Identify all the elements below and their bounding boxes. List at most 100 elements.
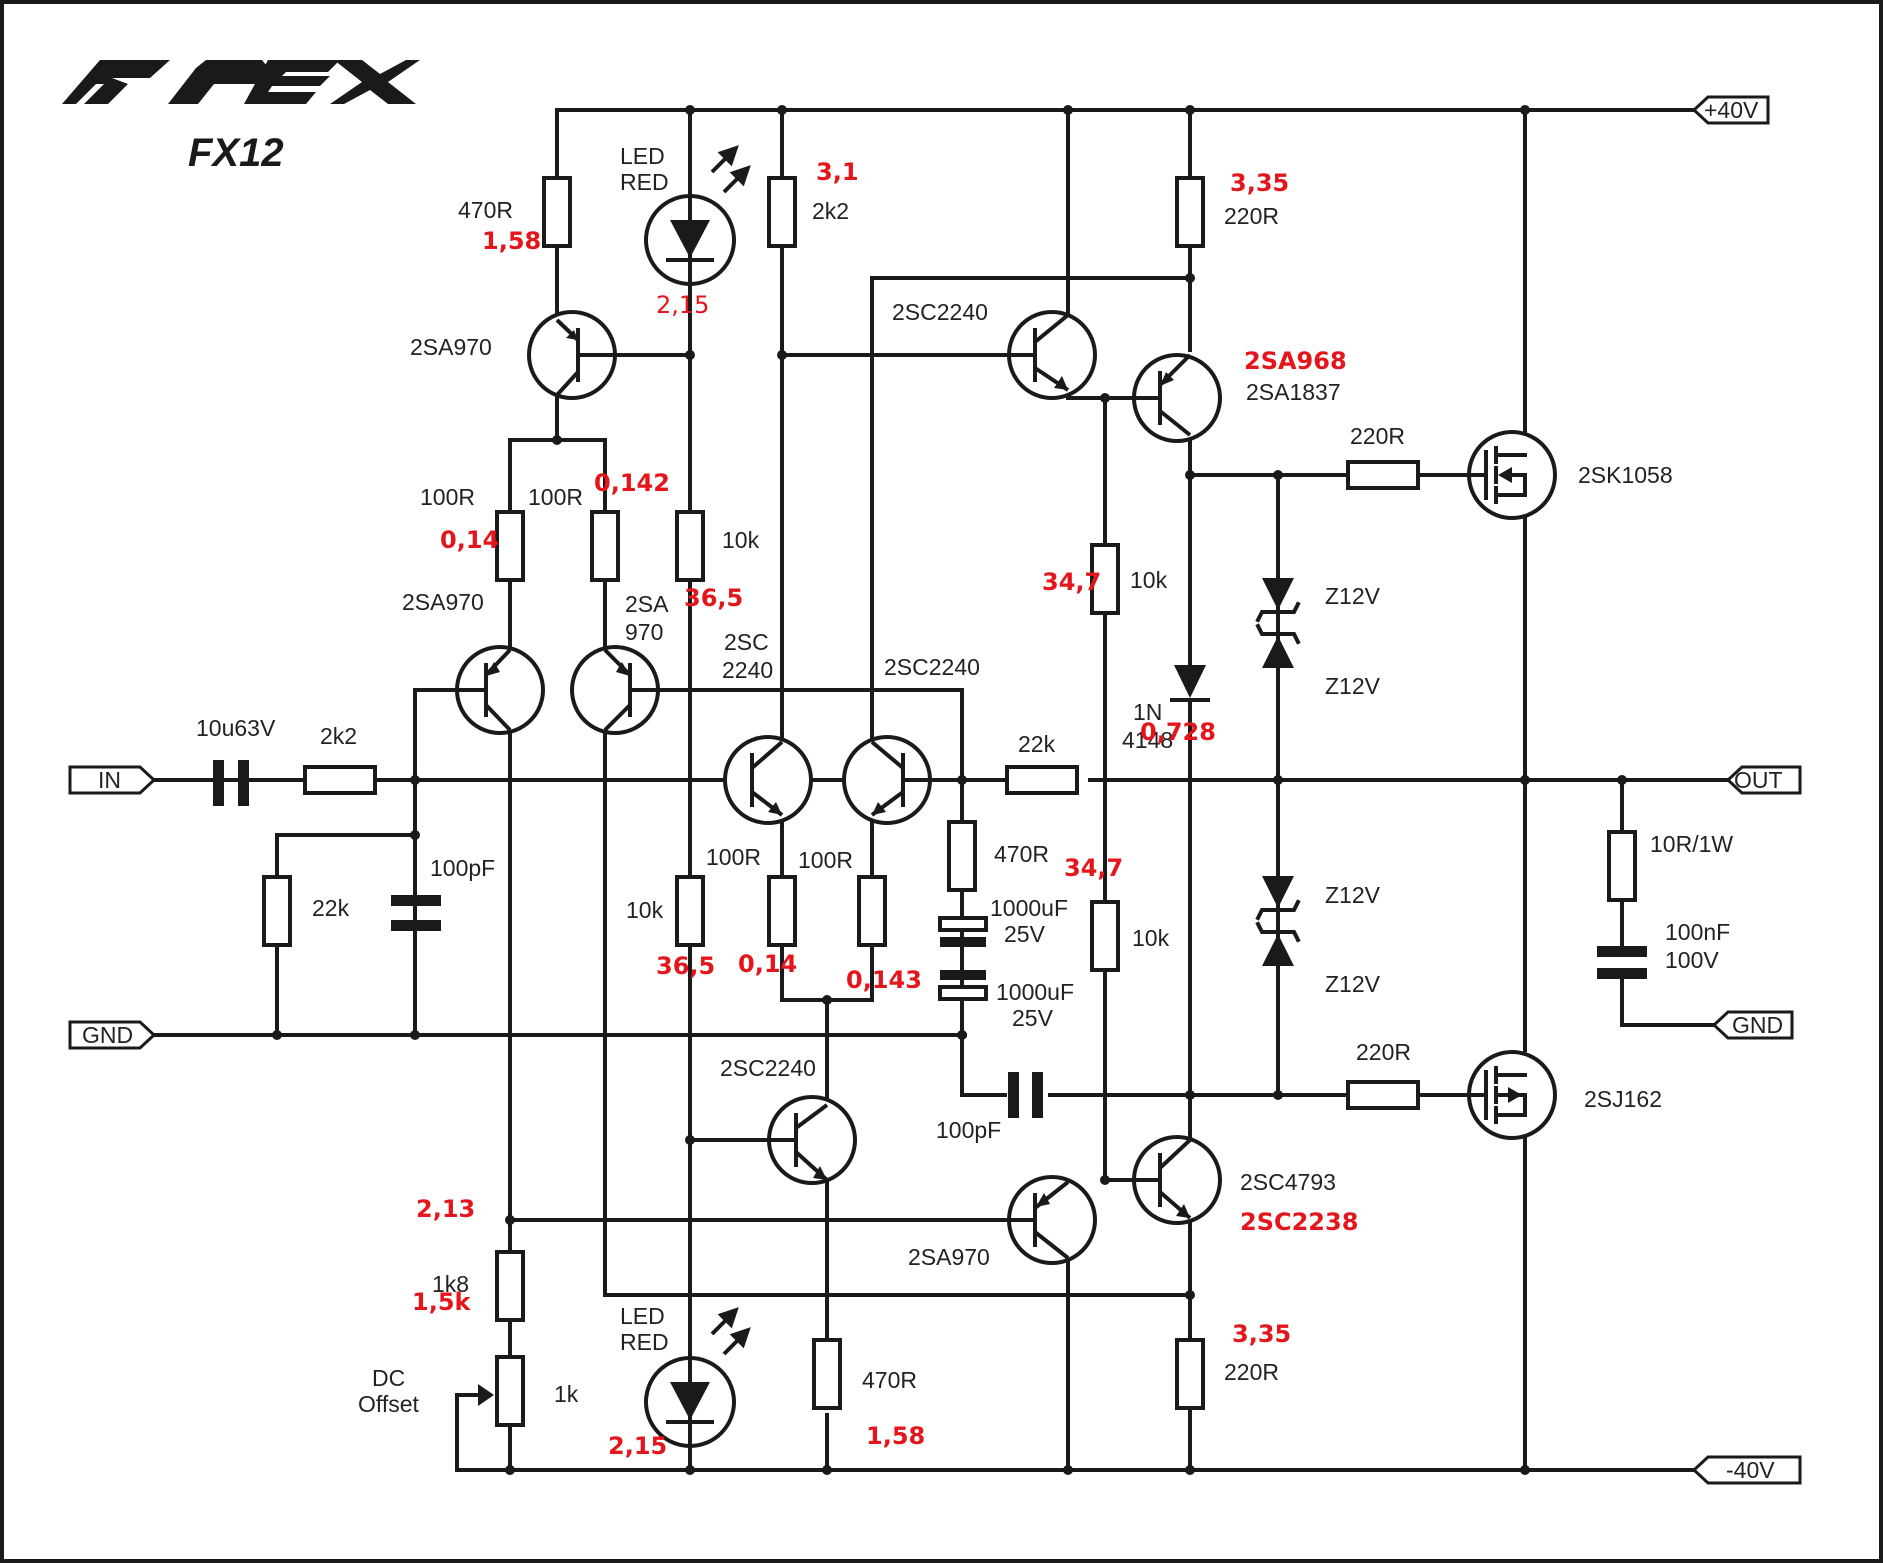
svg-text:36,5: 36,5 (684, 584, 743, 612)
label-1000uf-b: 1000uF (996, 979, 1074, 1005)
label-led-bot: LED (620, 1303, 665, 1329)
svg-text:3,35: 3,35 (1230, 169, 1289, 197)
label-2k2-in: 2k2 (320, 723, 357, 749)
label-220r-top: 220R (1224, 203, 1279, 229)
label-22k-gnd: 22k (312, 895, 350, 921)
label-zener-3: Z12V (1325, 882, 1381, 908)
port-in: IN (68, 765, 157, 795)
port-out: OUT (1725, 765, 1802, 795)
svg-text:1,58: 1,58 (866, 1422, 925, 1450)
svg-text:2,15: 2,15 (656, 291, 709, 319)
diodes (644, 145, 1301, 1448)
label-100r-a: 100R (420, 484, 475, 510)
label-1000uf-a-v: 25V (1004, 921, 1046, 947)
label-2sa970-right-2: 970 (625, 619, 663, 645)
label-pot-1k: 1k (554, 1381, 579, 1407)
svg-text:0,14: 0,14 (440, 526, 499, 554)
label-2sa970-bot: 2SA970 (908, 1244, 990, 1270)
svg-text:0,14: 0,14 (738, 950, 797, 978)
label-100r-b: 100R (528, 484, 583, 510)
label-zobel-c: 100nF (1665, 919, 1730, 945)
label-10k-top: 10k (722, 527, 760, 553)
label-2sa970-right-1: 2SA (625, 591, 669, 617)
label-zener-2: Z12V (1325, 673, 1381, 699)
label-100pf-bot: 100pF (936, 1117, 1001, 1143)
voltage-annotations: 1,58 2,15 3,1 3,35 2SA968 0,14 0,142 36,… (412, 158, 1358, 1460)
label-2sk1058: 2SK1058 (1578, 462, 1673, 488)
label-1n4148-1: 1N (1133, 699, 1162, 725)
svg-text:34,7: 34,7 (1042, 568, 1101, 596)
label-10u63v: 10u63V (196, 715, 276, 741)
component-labels: 470R LED RED 2k2 220R 2SA970 2SC2240 2SA… (196, 143, 1733, 1417)
label-zener-4: Z12V (1325, 971, 1381, 997)
svg-text:0,728: 0,728 (1140, 718, 1216, 746)
svg-text:0,143: 0,143 (846, 966, 922, 994)
svg-text:3,1: 3,1 (816, 158, 859, 186)
label-dc-offset-1: DC (372, 1365, 405, 1391)
label-2sa1837: 2SA1837 (1246, 379, 1341, 405)
svg-text:2SC2238: 2SC2238 (1240, 1208, 1358, 1236)
label-2sc2240-l-2: 2240 (722, 657, 773, 683)
label-2k2-top: 2k2 (812, 198, 849, 224)
label-10k-low: 10k (1132, 925, 1170, 951)
label-220r-bot: 220R (1224, 1359, 1279, 1385)
svg-text:1,58: 1,58 (482, 227, 541, 255)
label-zobel-c-v: 100V (1665, 947, 1719, 973)
label-led-bot-color: RED (620, 1329, 669, 1355)
label-dc-offset-2: Offset (358, 1391, 420, 1417)
label-2sc2240-l-1: 2SC (724, 629, 769, 655)
svg-text:36,5: 36,5 (656, 952, 715, 980)
pot-wiper (455, 1384, 494, 1406)
label-2sc4793: 2SC4793 (1240, 1169, 1336, 1195)
port-vminus: -40V (1691, 1455, 1802, 1485)
label-1000uf-a: 1000uF (990, 895, 1068, 921)
label-220r-gate-bot: 220R (1356, 1039, 1411, 1065)
label-led-top: LED (620, 143, 665, 169)
port-gnd-right: GND (1711, 1010, 1794, 1040)
svg-text:0,142: 0,142 (594, 469, 670, 497)
label-zobel-r: 10R/1W (1650, 831, 1733, 857)
model-title: FX12 (188, 131, 284, 175)
junctions (272, 105, 1627, 1475)
svg-text:3,35: 3,35 (1232, 1320, 1291, 1348)
label-220r-gate-top: 220R (1350, 423, 1405, 449)
label-100pf-in: 100pF (430, 855, 495, 881)
svg-text:34,7: 34,7 (1064, 854, 1123, 882)
svg-text:+40V: +40V (1704, 97, 1759, 123)
label-2sa970-left: 2SA970 (402, 589, 484, 615)
svg-text:-40V: -40V (1726, 1457, 1775, 1483)
label-2sj162: 2SJ162 (1584, 1086, 1662, 1112)
label-2sc2240-bot: 2SC2240 (720, 1055, 816, 1081)
label-470r-mid: 470R (994, 841, 1049, 867)
label-1n4148-2: 4148 (1122, 727, 1173, 753)
resistors (262, 176, 1637, 1427)
svg-text:2SA968: 2SA968 (1244, 347, 1347, 375)
svg-text:1,5k: 1,5k (412, 1288, 472, 1316)
label-100r-d: 100R (798, 847, 853, 873)
label-2sa970-top: 2SA970 (410, 334, 492, 360)
label-10k-low-left: 10k (626, 897, 664, 923)
label-1k8: 1k8 (432, 1271, 469, 1297)
wires (145, 108, 1732, 1472)
apex-logo (62, 60, 420, 104)
label-1000uf-b-v: 25V (1012, 1005, 1054, 1031)
transistors (455, 310, 1557, 1265)
label-led-top-color: RED (620, 169, 669, 195)
capacitors (213, 760, 1647, 1118)
label-2sc2240-top: 2SC2240 (892, 299, 988, 325)
port-vplus: +40V (1691, 95, 1770, 125)
label-100r-c: 100R (706, 844, 761, 870)
label-zener-1: Z12V (1325, 583, 1381, 609)
label-470r-top: 470R (458, 197, 513, 223)
svg-text:GND: GND (1732, 1012, 1783, 1038)
label-470r-bot: 470R (862, 1367, 917, 1393)
label-2sc2240-r: 2SC2240 (884, 654, 980, 680)
svg-text:IN: IN (98, 767, 121, 793)
svg-text:2,13: 2,13 (416, 1195, 475, 1223)
svg-text:OUT: OUT (1734, 767, 1783, 793)
svg-text:GND: GND (82, 1022, 133, 1048)
svg-text:2,15: 2,15 (608, 1432, 667, 1460)
